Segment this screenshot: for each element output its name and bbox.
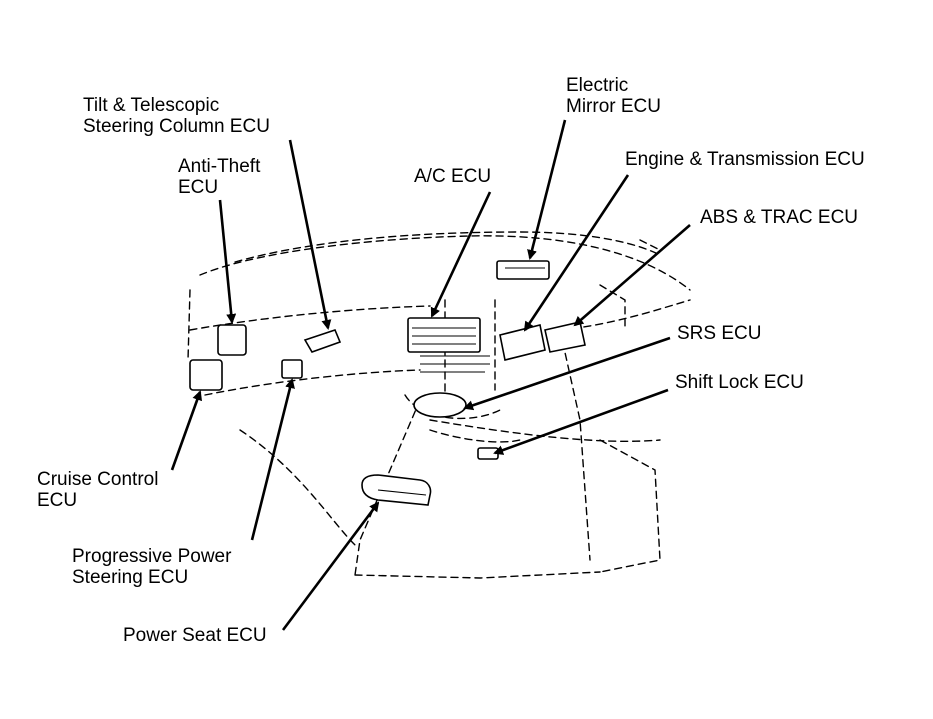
dash-left-edge xyxy=(187,289,191,361)
power-seat-ecu-box xyxy=(361,474,432,506)
power-seat-arrow xyxy=(281,501,380,631)
label-engine-transmission: Engine & Transmission ECU xyxy=(625,149,865,170)
progressive-steering-arrow xyxy=(250,378,295,541)
label-tilt-telescopic: Tilt & Telescopic Steering Column ECU xyxy=(83,95,270,137)
label-power-seat: Power Seat ECU xyxy=(123,625,267,646)
dash-upper-edge xyxy=(234,231,661,263)
abs-trac-arrow xyxy=(573,224,691,327)
console-top xyxy=(429,419,661,442)
label-progressive-power-steering: Progressive Power Steering ECU xyxy=(72,546,232,588)
shift-lock-ecu-box xyxy=(477,447,499,460)
label-srs: SRS ECU xyxy=(677,323,762,344)
abs-trac-ecu-box xyxy=(544,321,586,353)
console-right-edge xyxy=(559,329,591,561)
floor-line xyxy=(354,571,601,579)
ac-arrow xyxy=(430,191,492,318)
ac-ecu-grille xyxy=(412,327,476,345)
label-abs-trac: ABS & TRAC ECU xyxy=(700,207,859,228)
engine-transmission-arrow xyxy=(523,174,630,332)
srs-ecu-box xyxy=(413,392,467,418)
shift-lock-arrow xyxy=(493,388,669,455)
ac-ecu-box xyxy=(407,317,481,353)
far-right-edge xyxy=(639,239,661,251)
right-panel xyxy=(599,284,626,331)
label-electric-mirror: Electric Mirror ECU xyxy=(566,75,661,117)
engine-transmission-ecu-box xyxy=(499,324,546,361)
shifter-area xyxy=(429,429,521,443)
power-seat-ecu-edge xyxy=(377,489,427,496)
label-cruise-control: Cruise Control ECU xyxy=(37,469,159,511)
tilt-telescopic-ecu-box xyxy=(303,329,342,353)
electric-mirror-arrow xyxy=(527,119,567,260)
anti-theft-arrow xyxy=(218,199,237,324)
cruise-control-ecu-box xyxy=(189,359,223,391)
floor-right xyxy=(599,439,661,573)
seat-left xyxy=(239,429,356,546)
cruise-control-arrow xyxy=(170,390,203,471)
label-anti-theft: Anti-Theft ECU xyxy=(178,156,261,198)
console-left-edge xyxy=(354,399,421,576)
dash-top-contour xyxy=(199,235,691,291)
dash-knee-line xyxy=(204,369,421,396)
tilt-telescopic-arrow xyxy=(288,139,332,330)
label-ac: A/C ECU xyxy=(414,166,492,187)
label-shift-lock: Shift Lock ECU xyxy=(675,372,804,393)
anti-theft-ecu-box xyxy=(217,324,247,356)
electric-mirror-ecu-box xyxy=(496,260,550,280)
progressive-steering-ecu-box xyxy=(281,359,303,379)
srs-arrow xyxy=(463,336,671,411)
ac-ecu-lower-grille xyxy=(420,355,490,373)
